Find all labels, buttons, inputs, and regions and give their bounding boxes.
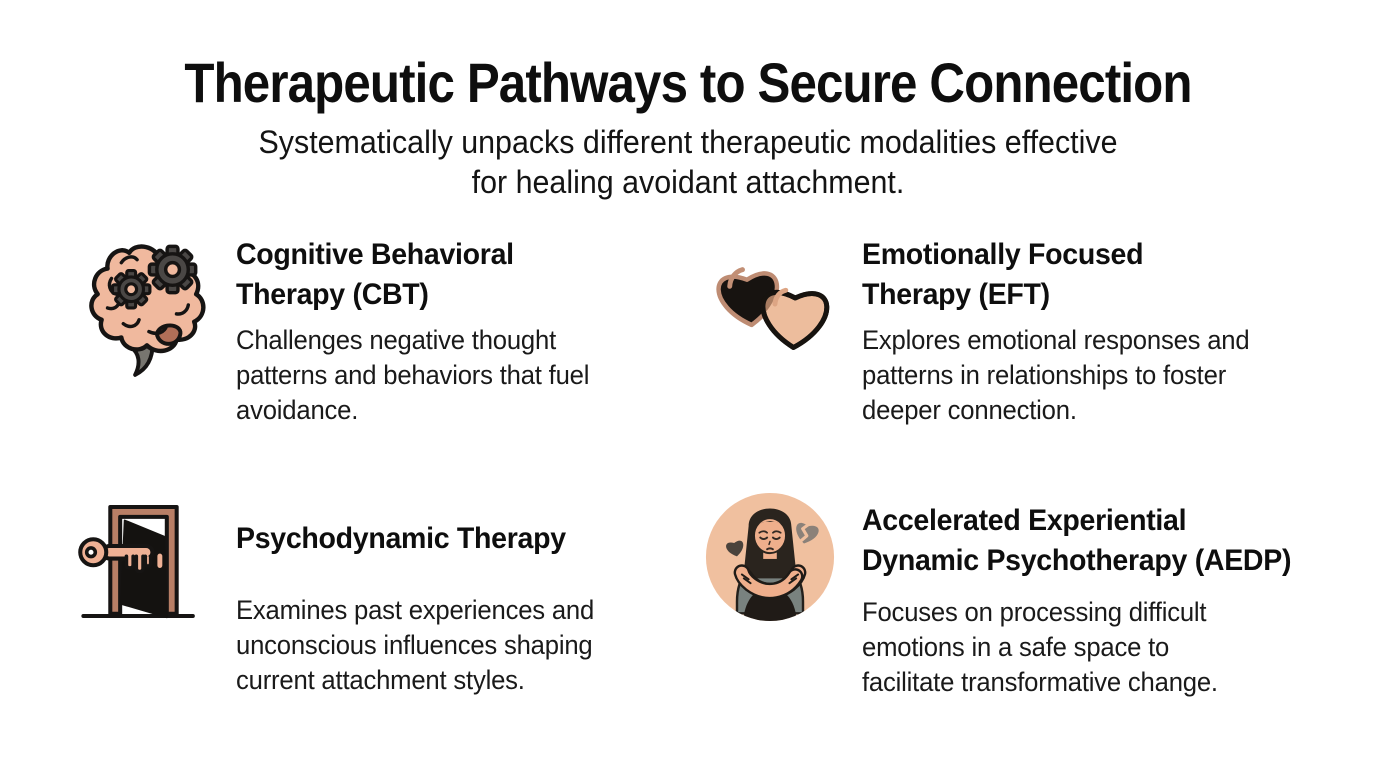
card-title-eft: Emotionally Focused Therapy (EFT) xyxy=(862,238,1144,311)
overlapping-hearts-icon xyxy=(704,233,834,372)
card-description-psychodynamic: Examines past experiences and unconsciou… xyxy=(236,594,595,696)
page-title: Therapeutic Pathways to Secure Connectio… xyxy=(184,51,1192,114)
card-title-psychodynamic: Psychodynamic Therapy xyxy=(236,522,566,555)
card-title-cbt: Cognitive Behavioral Therapy (CBT) xyxy=(236,238,514,311)
card-eft: Emotionally Focused Therapy (EFT) Explor… xyxy=(704,233,1376,428)
card-title-aedp: Accelerated Experiential Dynamic Psychot… xyxy=(862,504,1292,577)
page-subtitle: Systematically unpacks different therape… xyxy=(258,124,1118,200)
key-open-door-icon xyxy=(78,489,208,632)
card-cbt: Cognitive Behavioral Therapy (CBT) Chall… xyxy=(78,233,756,428)
brain-gears-icon xyxy=(89,244,206,377)
card-aedp: Accelerated Experiential Dynamic Psychot… xyxy=(704,489,1376,700)
overlapping-hearts-icon xyxy=(716,267,830,350)
self-embrace-person-icon xyxy=(705,492,835,622)
card-psychodynamic: Psychodynamic Therapy Examines past expe… xyxy=(78,489,756,698)
card-description-eft: Explores emotional responses and pattern… xyxy=(862,324,1250,425)
card-description-aedp: Focuses on processing difficult emotions… xyxy=(862,596,1218,697)
self-embrace-person-icon xyxy=(704,489,835,628)
key-open-door-icon xyxy=(78,504,195,619)
card-description-cbt: Challenges negative thought patterns and… xyxy=(236,324,590,425)
brain-gears-icon xyxy=(78,233,208,382)
